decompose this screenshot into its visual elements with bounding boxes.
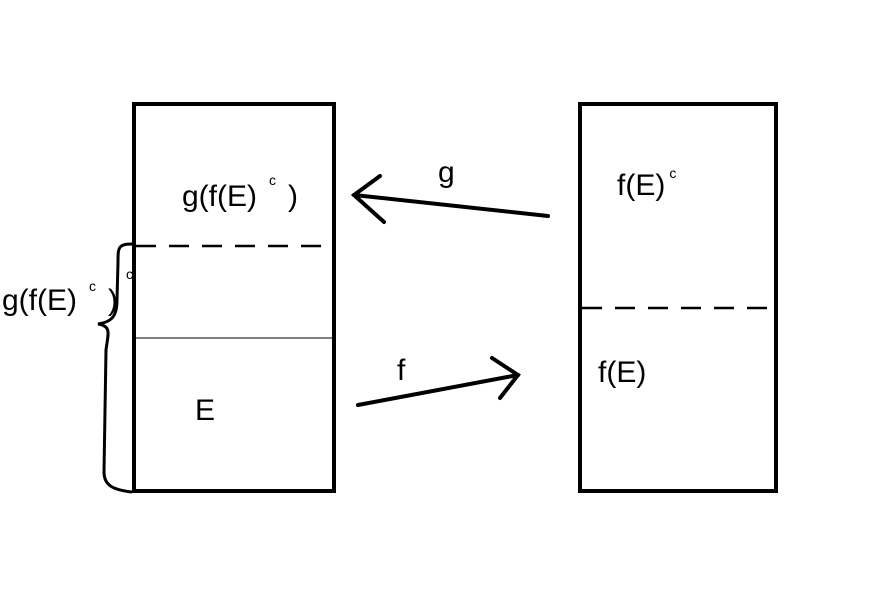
g-arrow-label: g <box>438 156 455 189</box>
left-upper-label: g(f(E)c) <box>182 172 298 213</box>
right-upper-label: f(E)c <box>617 165 676 202</box>
left-set-box <box>132 102 336 493</box>
brace-label: g(f(E)c)c <box>2 266 133 317</box>
f-arrow-label: f <box>397 354 406 387</box>
f-arrow <box>356 356 521 407</box>
g-arrow <box>350 174 550 224</box>
right-lower-label: f(E) <box>598 356 646 389</box>
left-curly-brace <box>97 242 133 494</box>
right-set-box <box>578 102 778 493</box>
left-lower-label: E <box>195 394 215 427</box>
